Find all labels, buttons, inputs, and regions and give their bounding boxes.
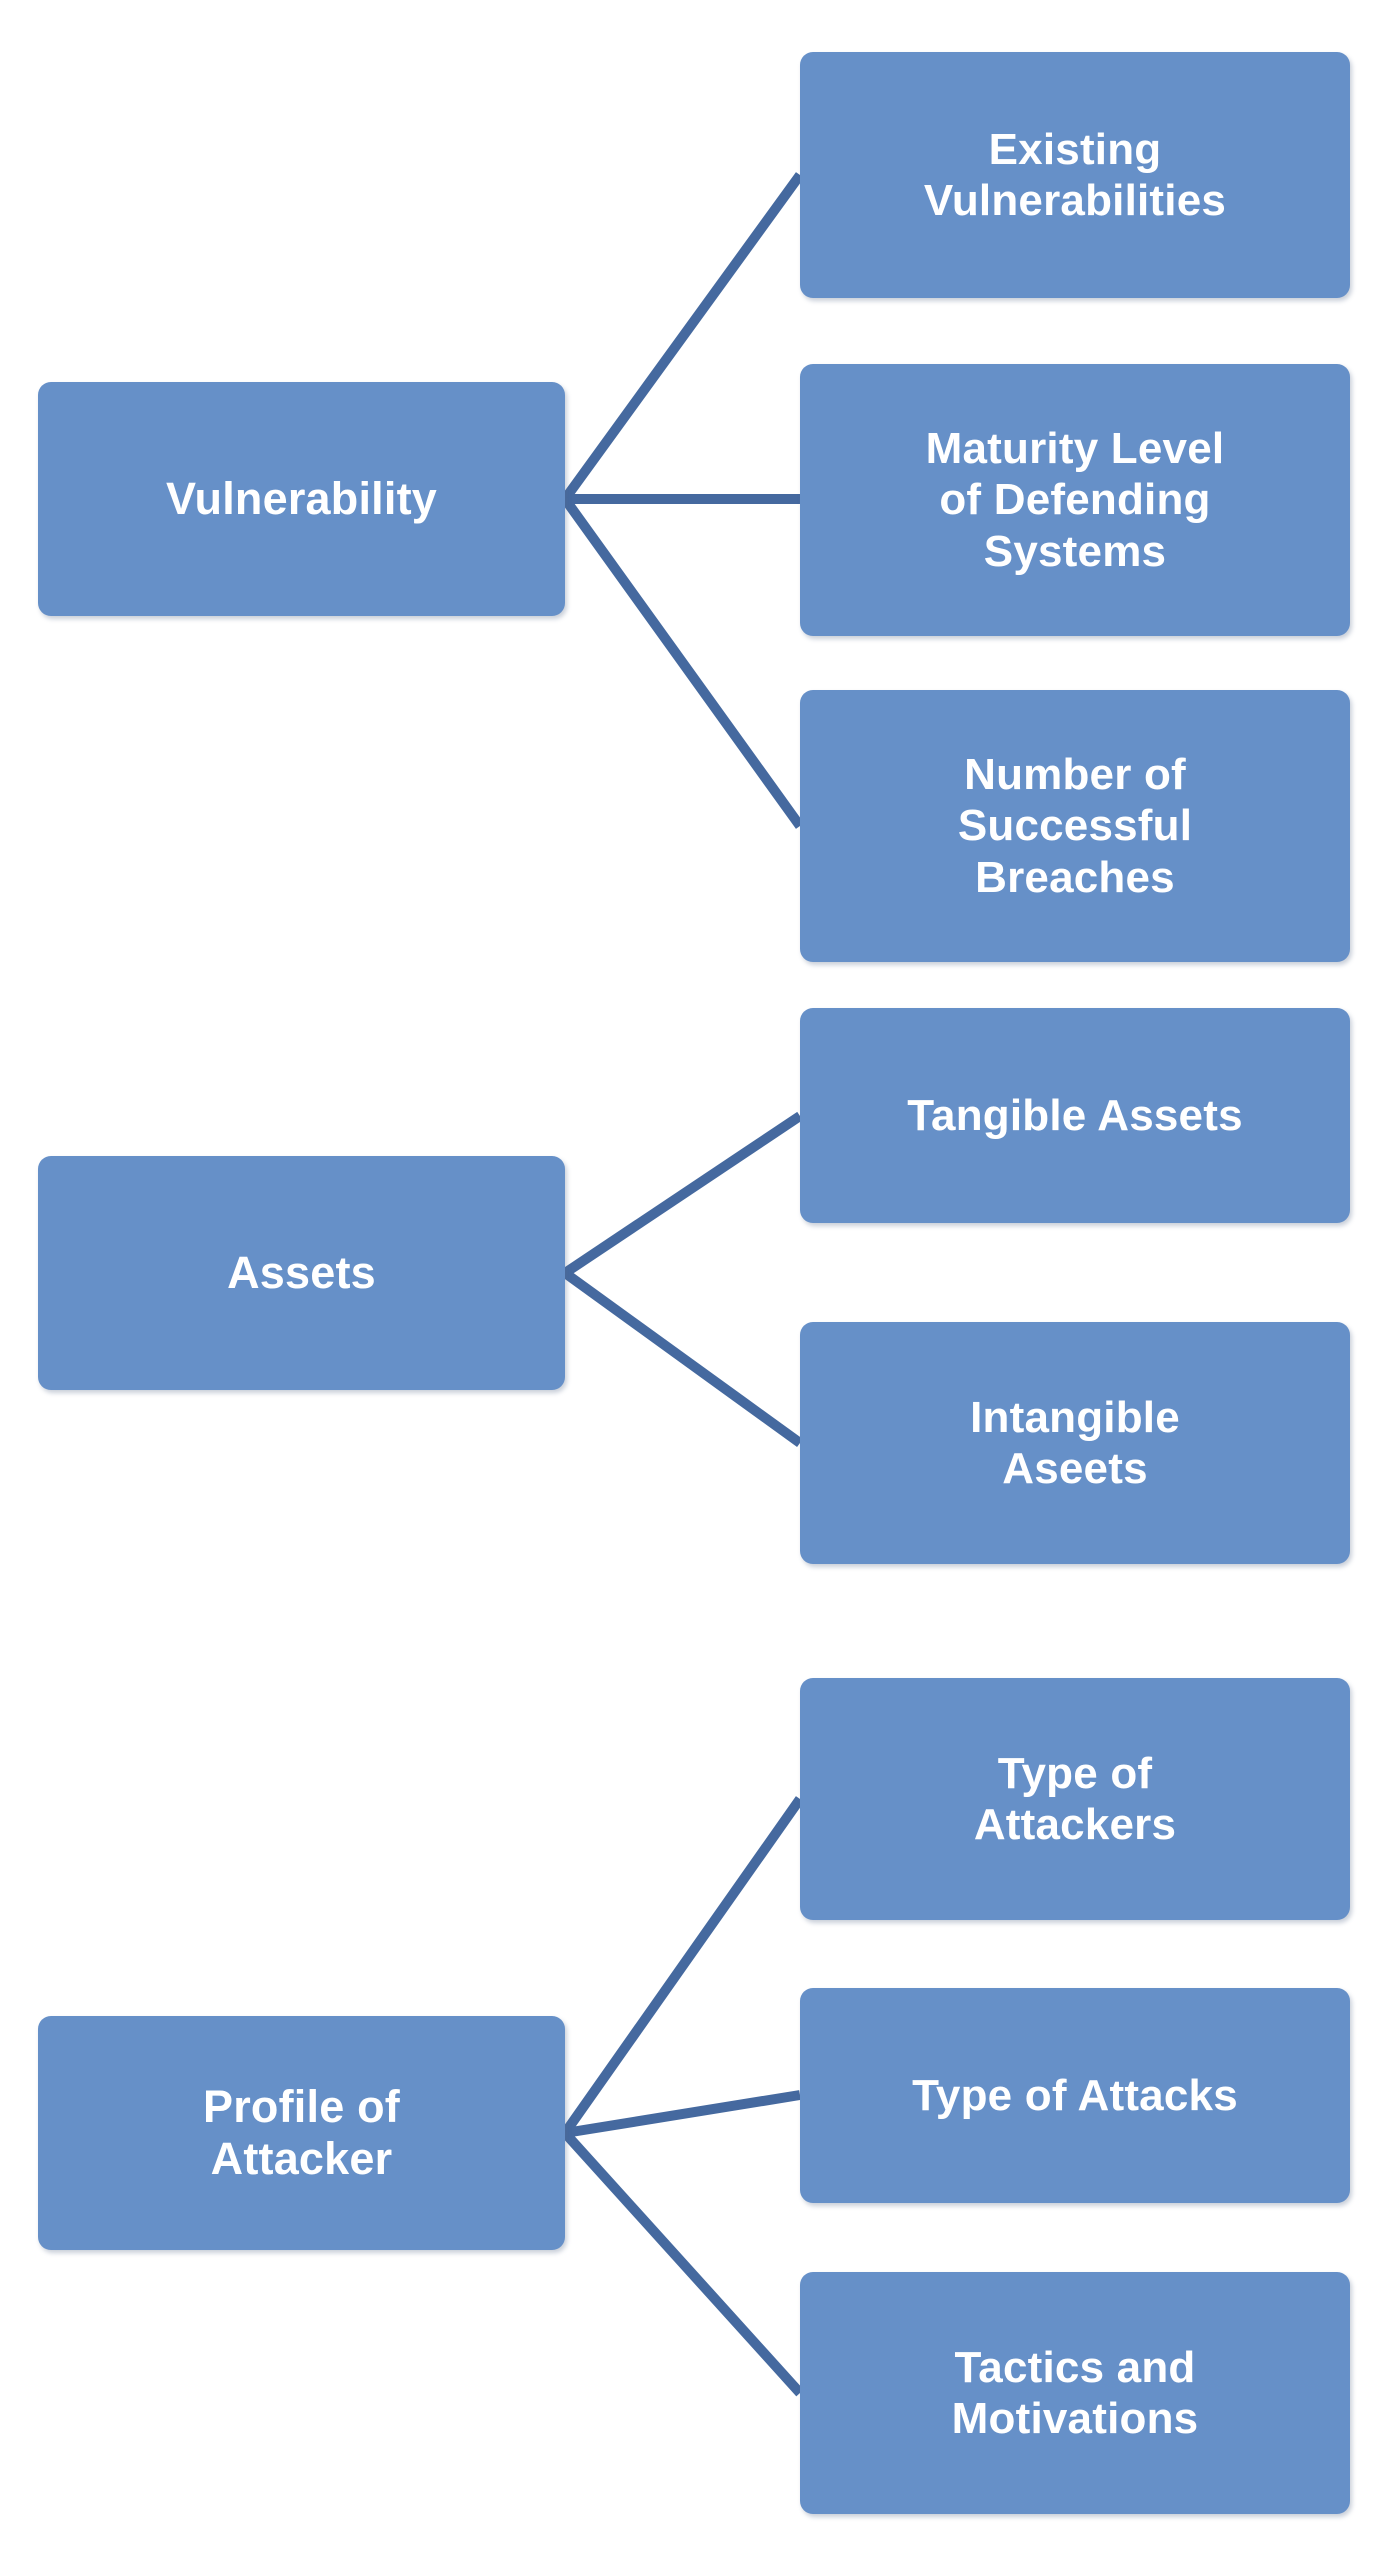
node-type-of-attackers-label: Type of Attackers <box>973 1748 1177 1849</box>
node-number-of-successful-breaches-label: Number of Successful Breaches <box>957 750 1193 902</box>
connector-assets-to-intangible-aseets <box>562 1268 803 1448</box>
node-type-of-attackers[interactable]: Type of Attackers <box>800 1678 1350 1920</box>
node-assets[interactable]: Assets <box>38 1156 565 1390</box>
connector-group-assets <box>562 1111 803 1448</box>
node-existing-vulnerabilities[interactable]: Existing Vulnerabilities <box>800 52 1350 298</box>
node-assets-label: Assets <box>227 1246 376 1298</box>
connector-vulnerability-to-existing-vulnerabilities <box>560 172 805 502</box>
node-intangible-aseets[interactable]: Intangible Aseets <box>800 1322 1350 1564</box>
node-profile-of-attacker-label: Profile of Attacker <box>202 2080 400 2184</box>
connector-assets-to-tangible-assets <box>562 1111 803 1278</box>
node-maturity-level-of-defending-systems-label: Maturity Level of Defending Systems <box>925 424 1225 576</box>
node-number-of-successful-breaches[interactable]: Number of Successful Breaches <box>800 690 1350 962</box>
connector-profile-to-type-of-attackers <box>560 1796 805 2136</box>
node-type-of-attacks[interactable]: Type of Attacks <box>800 1988 1350 2203</box>
connector-group-profile-of-attacker <box>560 1796 805 2397</box>
connector-profile-to-type-of-attacks <box>564 2090 801 2138</box>
node-tangible-assets-label: Tangible Assets <box>907 1090 1243 1140</box>
node-vulnerability[interactable]: Vulnerability <box>38 382 565 616</box>
node-maturity-level-of-defending-systems[interactable]: Maturity Level of Defending Systems <box>800 364 1350 636</box>
node-tactics-and-motivations-label: Tactics and Motivations <box>951 2342 1199 2443</box>
connector-vulnerability-to-successful-breaches <box>560 496 805 829</box>
node-profile-of-attacker[interactable]: Profile of Attacker <box>38 2016 565 2250</box>
node-existing-vulnerabilities-label: Existing Vulnerabilities <box>923 124 1227 225</box>
node-intangible-aseets-label: Intangible Aseets <box>970 1392 1180 1493</box>
node-type-of-attacks-label: Type of Attacks <box>912 2070 1238 2120</box>
node-tactics-and-motivations[interactable]: Tactics and Motivations <box>800 2272 1350 2514</box>
node-vulnerability-label: Vulnerability <box>166 472 437 524</box>
connector-profile-to-tactics-and-motivations <box>561 2129 804 2397</box>
node-tangible-assets[interactable]: Tangible Assets <box>800 1008 1350 1223</box>
connector-group-vulnerability <box>560 172 805 829</box>
